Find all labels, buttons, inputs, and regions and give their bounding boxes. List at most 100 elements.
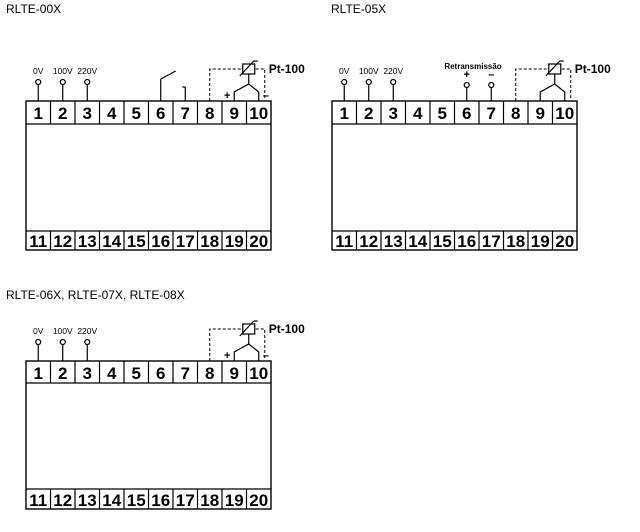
plus-sign: + (224, 350, 230, 362)
terminal-number: 5 (132, 104, 141, 123)
terminal-icon (84, 338, 91, 346)
terminal-number: 17 (176, 232, 195, 251)
terminal-number: 2 (58, 104, 67, 123)
terminal-number: 13 (78, 491, 97, 510)
terminal-number: 19 (531, 232, 550, 251)
terminal-number: 8 (511, 104, 520, 123)
terminal-number: 2 (58, 364, 67, 383)
terminal-number: 15 (127, 232, 146, 251)
terminal-number: 15 (127, 491, 146, 510)
terminal-number: 7 (181, 104, 190, 123)
pt100-label: Pt-100 (269, 322, 305, 336)
terminal-number: 5 (132, 364, 141, 383)
terminal-number: 1 (34, 104, 43, 123)
terminal-number: 15 (433, 232, 452, 251)
terminal-number: 7 (487, 104, 496, 123)
terminal-number: 8 (205, 364, 214, 383)
terminal-number: 6 (156, 104, 165, 123)
terminal-icon (35, 78, 42, 86)
terminal-number: 9 (230, 364, 239, 383)
terminal-number: 11 (29, 232, 47, 251)
terminal-number: 18 (506, 232, 525, 251)
terminal-icon (463, 81, 470, 89)
plus-sign: + (224, 90, 230, 102)
terminal-number: 20 (249, 491, 268, 510)
voltage-label: 0V (339, 66, 350, 76)
terminal-number: 9 (230, 104, 239, 123)
terminal-block (331, 100, 578, 251)
terminal-number: 19 (225, 491, 244, 510)
terminal-number: 17 (176, 491, 195, 510)
sensor-lead (233, 343, 260, 361)
terminal-number: 1 (340, 104, 349, 123)
diagram-title: RLTE-05X (331, 2, 386, 16)
voltage-label: 0V (33, 326, 44, 336)
pt100-sensor-icon (545, 60, 561, 77)
sensor-jumper (255, 68, 266, 99)
diagram-title: RLTE-00X (6, 2, 61, 16)
voltage-label: 0V (33, 66, 44, 76)
pt100-sensor-icon (239, 320, 255, 337)
terminal-number: 20 (249, 232, 268, 251)
terminal-number: 4 (413, 104, 423, 123)
terminal-number: 10 (249, 104, 268, 123)
voltage-label: 220V (383, 66, 403, 76)
minus-sign: – (263, 350, 269, 362)
terminal-number: 2 (364, 104, 373, 123)
minus-sign: – (263, 90, 269, 102)
terminal-number: 4 (107, 104, 117, 123)
relay-contact-icon (160, 70, 177, 80)
sensor-lead (233, 83, 260, 101)
terminal-number: 16 (457, 232, 476, 251)
terminal-icon (341, 78, 348, 86)
terminal-number: 4 (107, 364, 117, 383)
sensor-jumper (209, 68, 242, 101)
terminal-icon (390, 78, 397, 86)
terminal-number: 17 (482, 232, 501, 251)
terminal-icon (35, 338, 42, 346)
terminal-number: 12 (53, 491, 72, 510)
terminal-number: 1 (34, 364, 43, 383)
sensor-jumper (209, 328, 242, 361)
terminal-number: 9 (536, 104, 545, 123)
terminal-number: 19 (225, 232, 244, 251)
terminal-number: 11 (29, 491, 47, 510)
terminal-icon (59, 338, 66, 346)
terminal-number: 5 (438, 104, 447, 123)
terminal-number: 3 (83, 104, 92, 123)
retrans-minus: – (488, 69, 494, 81)
pt100-label: Pt-100 (575, 62, 611, 76)
sensor-lead (539, 83, 566, 101)
terminal-number: 3 (389, 104, 398, 123)
terminal-number: 16 (151, 491, 170, 510)
terminal-number: 18 (200, 491, 219, 510)
terminal-number: 20 (555, 232, 574, 251)
sensor-jumper (255, 328, 266, 359)
retransmission-label: Retransmissão (444, 62, 501, 71)
terminal-number: 11 (335, 232, 353, 251)
terminal-number: 6 (462, 104, 471, 123)
pt100-label: Pt-100 (269, 62, 305, 76)
terminal-number: 10 (249, 364, 268, 383)
terminal-icon (59, 78, 66, 86)
voltage-label: 100V (53, 326, 73, 336)
pt100-sensor-icon (239, 60, 255, 77)
terminal-number: 16 (151, 232, 170, 251)
terminal-number: 13 (78, 232, 97, 251)
terminal-number: 12 (359, 232, 378, 251)
terminal-number: 18 (200, 232, 219, 251)
terminal-icon (488, 81, 495, 89)
voltage-label: 220V (77, 66, 97, 76)
terminal-number: 14 (408, 232, 427, 251)
terminal-number: 14 (102, 232, 121, 251)
voltage-label: 100V (359, 66, 379, 76)
terminal-number: 12 (53, 232, 72, 251)
sensor-jumper (515, 68, 548, 101)
terminal-block (25, 100, 272, 251)
retrans-plus: + (464, 69, 470, 81)
voltage-label: 220V (77, 326, 97, 336)
